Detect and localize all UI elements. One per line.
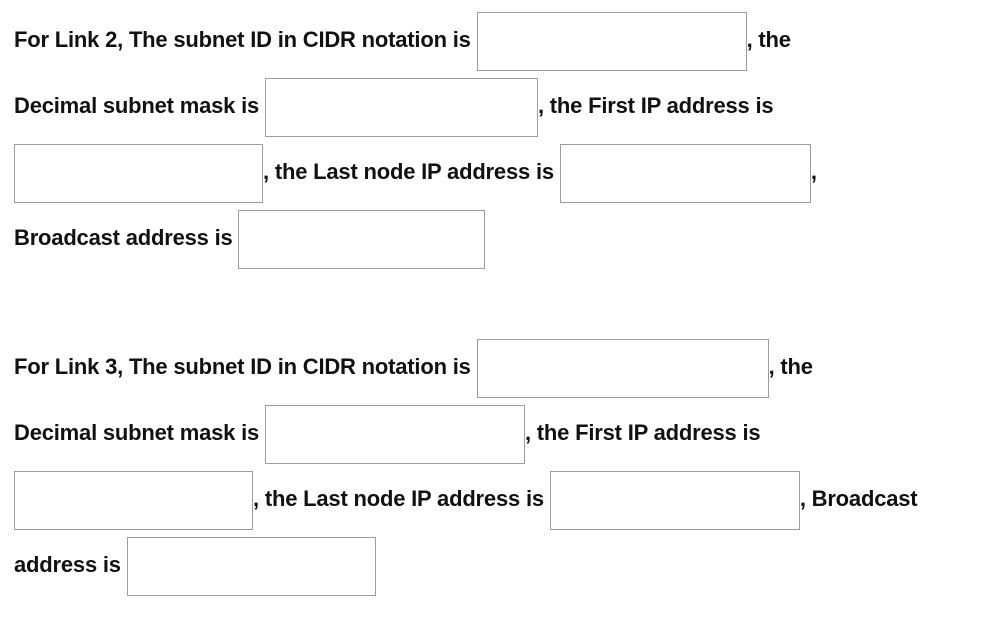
link2-mask-input[interactable] [264,77,538,137]
question-text: , Broadcast [799,486,918,511]
link2-first-ip-input[interactable] [14,143,263,203]
question-text: , the Last node IP address is [253,486,550,511]
question-text: , the First IP address is [537,93,774,118]
link3-first-ip-input[interactable] [14,470,253,530]
question-text: Decimal subnet mask is [14,93,265,118]
question-text: , the [746,27,791,52]
worksheet: For Link 2, The subnet ID in CIDR notati… [14,7,999,598]
question-text: , the [768,354,813,379]
question-text: , [810,159,817,184]
link3-broadcast-input[interactable] [126,536,376,596]
question-text: Decimal subnet mask is [14,420,265,445]
question-text: For Link 3, The subnet ID in CIDR notati… [14,354,477,379]
question-text: , the First IP address is [524,420,761,445]
question-text: For Link 2, The subnet ID in CIDR notati… [14,27,477,52]
question-text: Broadcast address is [14,225,239,250]
link3-cidr-input[interactable] [476,338,769,398]
question-text: , the Last node IP address is [263,159,560,184]
question-line: , the Last node IP address is , Broadcas… [14,466,999,532]
question-line: For Link 2, The subnet ID in CIDR notati… [14,7,999,73]
question-link-2: For Link 2, The subnet ID in CIDR notati… [14,7,999,271]
question-line: , the Last node IP address is , [14,139,999,205]
question-text: address is [14,552,127,577]
link3-mask-input[interactable] [264,404,525,464]
question-line: Decimal subnet mask is , the First IP ad… [14,73,999,139]
link2-broadcast-input[interactable] [238,209,486,269]
link2-last-ip-input[interactable] [559,143,811,203]
link2-cidr-input[interactable] [476,11,747,71]
question-line: For Link 3, The subnet ID in CIDR notati… [14,334,999,400]
question-link-3: For Link 3, The subnet ID in CIDR notati… [14,334,999,598]
question-line: Broadcast address is [14,205,999,271]
link3-last-ip-input[interactable] [549,470,800,530]
question-line: Decimal subnet mask is , the First IP ad… [14,400,999,466]
question-line: address is [14,532,999,598]
